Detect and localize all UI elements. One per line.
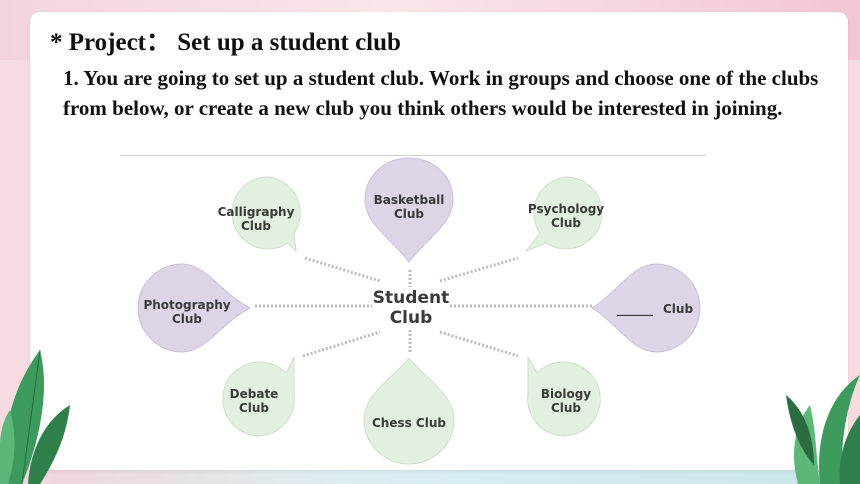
bubble-basketball: Basketball Club bbox=[364, 157, 454, 263]
connector-lines bbox=[255, 256, 592, 358]
bubble-psychology: Psychology Club bbox=[524, 176, 604, 253]
chess-label: Chess Club bbox=[372, 416, 446, 430]
leaf-decoration-right-icon bbox=[786, 375, 860, 484]
instructions-text: 1. You are going to set up a student clu… bbox=[63, 66, 819, 120]
slide-title: * Project： Set up a student club bbox=[50, 29, 401, 56]
debate-label-2: Club bbox=[239, 401, 269, 415]
leaf-decoration-left-icon bbox=[0, 350, 70, 484]
psychology-label-1: Psychology bbox=[528, 202, 604, 216]
connector-biology bbox=[439, 330, 519, 358]
blank-club-placeholder: ______ bbox=[617, 302, 653, 317]
biology-label-2: Club bbox=[551, 401, 581, 415]
divider-line bbox=[120, 155, 706, 156]
bubble-biology: Biology Club bbox=[527, 355, 601, 437]
biology-label-1: Biology bbox=[541, 387, 591, 401]
calligraphy-label-2: Club bbox=[241, 219, 271, 233]
center-label-1: Student bbox=[373, 288, 449, 308]
basketball-label-1: Basketball bbox=[374, 193, 445, 207]
center-node: Student Club bbox=[373, 288, 449, 328]
photography-label-2: Club bbox=[172, 312, 202, 326]
psychology-label-2: Club bbox=[551, 216, 581, 230]
connector-debate bbox=[302, 330, 381, 358]
bubble-calligraphy: Calligraphy Club bbox=[218, 176, 301, 253]
basketball-label-2: Club bbox=[394, 207, 424, 221]
center-label-2: Club bbox=[390, 308, 433, 328]
bubble-debate: Debate Club bbox=[222, 356, 295, 437]
bubble-blank-club: ______ Club bbox=[591, 263, 701, 353]
photography-label-1: Photography bbox=[143, 298, 230, 312]
blank-club-suffix: Club bbox=[663, 302, 693, 316]
connector-calligraphy bbox=[304, 256, 381, 283]
calligraphy-label-1: Calligraphy bbox=[218, 205, 295, 219]
bubble-chess: Chess Club bbox=[363, 357, 455, 465]
debate-label-1: Debate bbox=[230, 387, 279, 401]
bubble-photography: Photography Club bbox=[137, 263, 252, 353]
connector-psychology bbox=[439, 256, 519, 283]
